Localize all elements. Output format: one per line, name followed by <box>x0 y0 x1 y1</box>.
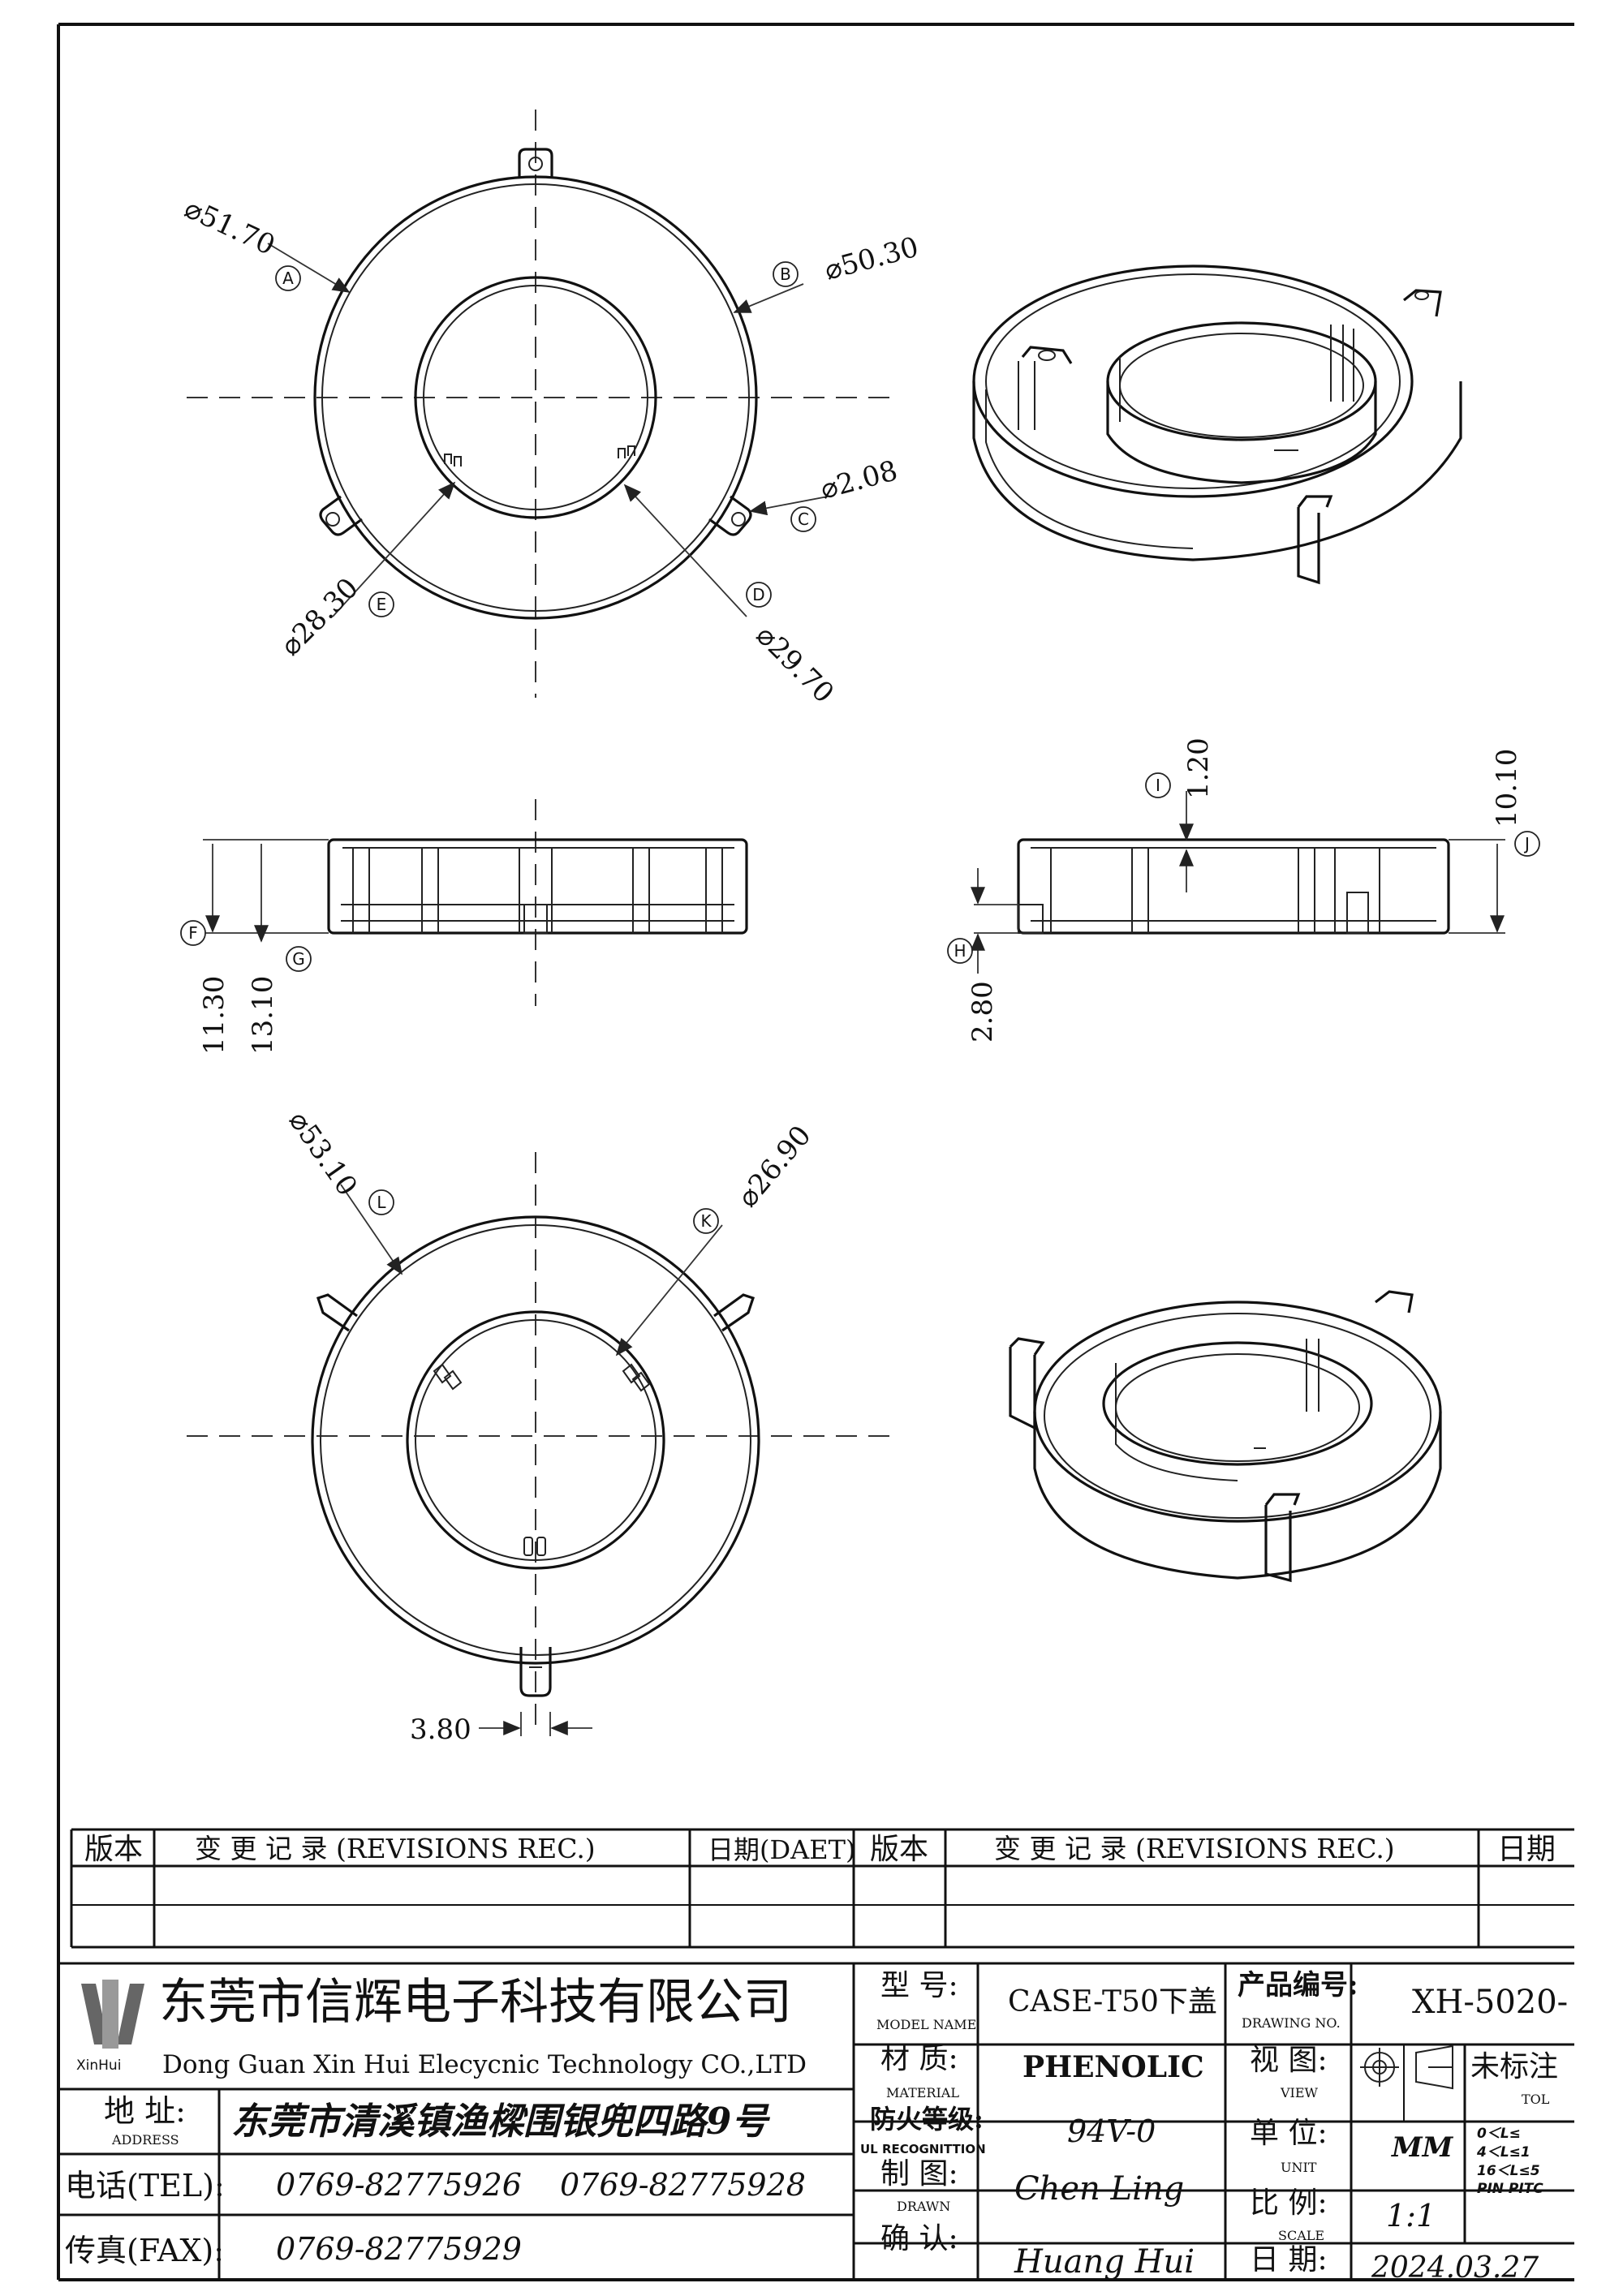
model-label-en: MODEL NAME <box>876 2017 977 2032</box>
drawing-no-label-en: DRAWING NO. <box>1242 2015 1341 2031</box>
fax-value: 0769-82775929 <box>276 2231 522 2267</box>
top-view <box>187 110 893 698</box>
address-label: 地 址: <box>104 2093 186 2129</box>
dim-c-value: ⌀2.08 <box>817 454 901 506</box>
dimension-labels: ⌀51.70 A ⌀50.30 B ⌀2.08 C ⌀29.70 D ⌀28.3… <box>179 192 1540 1746</box>
dim-a-value: ⌀51.70 <box>179 192 280 262</box>
address-label-en: ADDRESS <box>112 2132 179 2148</box>
isometric-view-bottom <box>1009 1290 1442 1583</box>
view-label: 视 图: <box>1250 2044 1328 2077</box>
rev-col-version: 版本 <box>84 1833 144 1866</box>
side-view <box>971 791 1505 974</box>
sheet-frame <box>57 23 1574 2281</box>
unit-value: MM <box>1392 2131 1453 2164</box>
check-value: Huang Hui <box>1014 2243 1195 2281</box>
ul-label-en: UL RECOGNITTION <box>860 2142 986 2156</box>
tel-2: 0769-82775928 <box>560 2167 806 2203</box>
drawing-no-label: 产品编号: <box>1238 1969 1358 2001</box>
material-label-en: MATERIAL <box>886 2085 959 2100</box>
dim-h-value: 2.80 <box>966 981 999 1043</box>
company-name-en: Dong Guan Xin Hui Elecycnic Technology C… <box>162 2050 807 2079</box>
bubble-g: G <box>292 949 305 969</box>
dim-d-value: ⌀29.70 <box>750 619 841 710</box>
bubble-l: L <box>377 1193 386 1212</box>
bubble-i: I <box>1156 776 1160 795</box>
bubble-d: D <box>752 585 764 604</box>
drawn-label: 制 图: <box>880 2157 958 2191</box>
isometric-view-top <box>972 264 1462 585</box>
drawn-label-en: DRAWN <box>897 2199 951 2214</box>
tolerance-row-3: 16＜L≤5 <box>1477 2163 1540 2179</box>
model-label: 型 号: <box>880 1969 958 2002</box>
tolerance-label: 未标注 <box>1470 2050 1559 2083</box>
date-value: 2024.03.27 <box>1371 2251 1539 2285</box>
rev-col-version-2: 版本 <box>870 1833 929 1866</box>
dim-i-value: 1.20 <box>1182 737 1215 799</box>
bubble-a: A <box>282 269 294 288</box>
bubble-k: K <box>700 1211 712 1231</box>
dim-l-value: ⌀53.10 <box>282 1105 364 1202</box>
dim-f-value: 11.30 <box>198 976 230 1055</box>
tel-1: 0769-82775926 <box>276 2167 522 2203</box>
dim-b-value: ⌀50.30 <box>821 231 922 287</box>
material-value: PHENOLIC <box>1022 2050 1204 2084</box>
dim-k-value: ⌀26.90 <box>731 1120 817 1214</box>
scale-label-en: SCALE <box>1278 2228 1325 2243</box>
fax-label: 传真(FAX): <box>65 2233 225 2268</box>
bubble-j: J <box>1523 834 1530 853</box>
projection-symbol-icon <box>1360 2044 1453 2090</box>
rev-col-record-2: 变 更 记 录 (REVISIONS REC.) <box>994 1833 1395 1864</box>
bubble-f: F <box>188 923 198 943</box>
bubble-h: H <box>954 941 966 961</box>
model-value: CASE-T50下盖 <box>1008 1985 1217 2019</box>
title-block-lines <box>58 1962 1574 2280</box>
company-name-cn: 东莞市信辉电子科技有限公司 <box>159 1974 792 2031</box>
unit-label-en: UNIT <box>1281 2160 1317 2175</box>
rev-col-date-2: 日期 <box>1497 1833 1556 1866</box>
scale-value: 1:1 <box>1386 2198 1436 2234</box>
dim-tab-width-value: 3.80 <box>410 1713 471 1746</box>
dim-j-value: 10.10 <box>1491 749 1523 828</box>
bubble-e: E <box>377 595 387 614</box>
rev-col-date: 日期(DAET) <box>708 1834 856 1865</box>
tolerance-row-4: PIN PITC <box>1477 2181 1543 2197</box>
front-view <box>203 799 748 1006</box>
unit-label: 单 位: <box>1250 2117 1328 2150</box>
ul-value: 94V-0 <box>1067 2113 1156 2149</box>
date-label: 日 期: <box>1250 2243 1328 2277</box>
tolerance-label-en: TOL <box>1522 2092 1550 2107</box>
drawing-no-value: XH-5020- <box>1412 1984 1569 2021</box>
logo-caption: XinHui <box>76 2057 122 2074</box>
bubble-c: C <box>798 510 809 529</box>
address-value: 东莞市清溪镇渔樑围银兜四路9号 <box>231 2100 768 2143</box>
revision-table-lines <box>70 1828 1574 1949</box>
bubble-b: B <box>780 264 791 284</box>
dim-g-value: 13.10 <box>247 976 279 1055</box>
view-label-en: VIEW <box>1281 2085 1318 2100</box>
ul-label: 防火等级: <box>870 2104 984 2135</box>
drawn-value: Chen Ling <box>1014 2170 1185 2208</box>
bottom-view <box>187 1152 893 1736</box>
dim-e-value: ⌀28.30 <box>274 572 365 663</box>
rev-col-record: 变 更 记 录 (REVISIONS REC.) <box>195 1833 596 1864</box>
scale-label: 比 例: <box>1250 2186 1328 2220</box>
tel-label: 电话(TEL): <box>65 2168 225 2204</box>
tolerance-row-1: 0＜L≤ <box>1477 2126 1521 2142</box>
tolerance-row-2: 4＜L≤1 <box>1477 2144 1530 2161</box>
company-logo <box>81 1980 144 2049</box>
material-label: 材 质: <box>880 2042 958 2075</box>
check-label: 确 认: <box>880 2222 958 2255</box>
